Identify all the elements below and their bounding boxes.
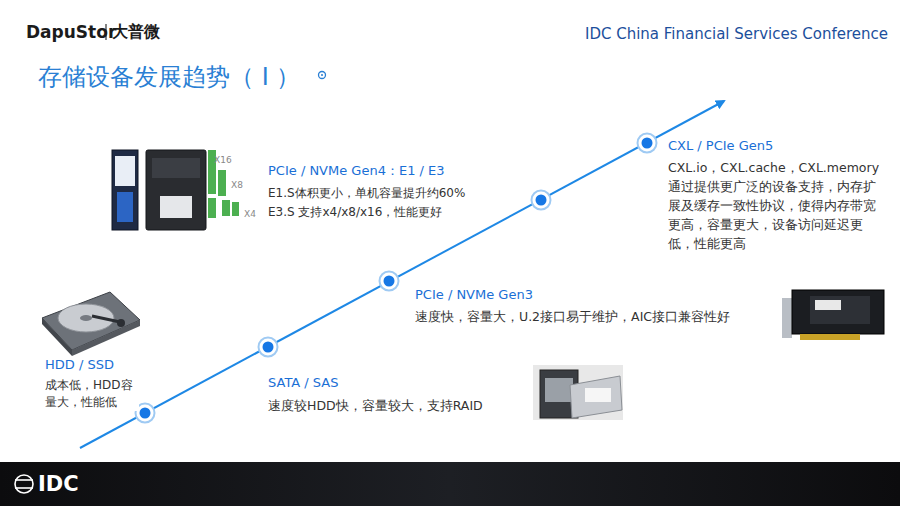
- stage-text: 成本低，HDD容量大，性能低: [45, 377, 139, 411]
- trend-arrow: [80, 101, 724, 448]
- footer-logo: IDC: [38, 472, 79, 496]
- stage-text: CXL.io，CXL.cache，CXL.memory通过提供更广泛的设备支持，…: [668, 158, 882, 253]
- ssd-illustration: [112, 150, 239, 230]
- stage-text: 速度较HDD快，容量较大，支持RAID: [268, 396, 483, 415]
- brand-logo: DapuStor: [26, 22, 116, 42]
- aic-card-illustration: [782, 290, 884, 340]
- lane-label: X16: [214, 155, 232, 166]
- title-mark-dot: [321, 74, 323, 76]
- stage-heading: PCIe / NVMe Gen3: [415, 286, 533, 304]
- lane-label: X8: [231, 180, 243, 191]
- brand-logo-cn: 大普微: [112, 22, 160, 42]
- slide-title: 存储设备发展趋势（ I ）: [38, 62, 300, 92]
- stage-heading: HDD / SSD: [45, 356, 114, 374]
- stage-text: E3.S 支持x4/x8/x16，性能更好: [268, 203, 442, 222]
- sata-illustration: [533, 365, 623, 420]
- footer-band: [0, 462, 900, 506]
- hdd-illustration: [42, 292, 140, 356]
- conference-name: IDC China Financial Services Conference: [585, 24, 888, 44]
- stage-text: E1.S体积更小，单机容量提升约60%: [268, 184, 465, 203]
- timeline-dots: [136, 134, 657, 423]
- stage-heading: SATA / SAS: [268, 374, 338, 392]
- title-mark: [319, 72, 326, 79]
- idc-globe-icon: [15, 475, 33, 493]
- stage-text: 速度快，容量大，U.2接口易于维护，AIC接口兼容性好: [415, 307, 775, 326]
- lane-label: X4: [244, 209, 256, 220]
- stage-heading: PCIe / NVMe Gen4：E1 / E3: [268, 162, 445, 180]
- stage-heading: CXL / PCIe Gen5: [668, 137, 773, 155]
